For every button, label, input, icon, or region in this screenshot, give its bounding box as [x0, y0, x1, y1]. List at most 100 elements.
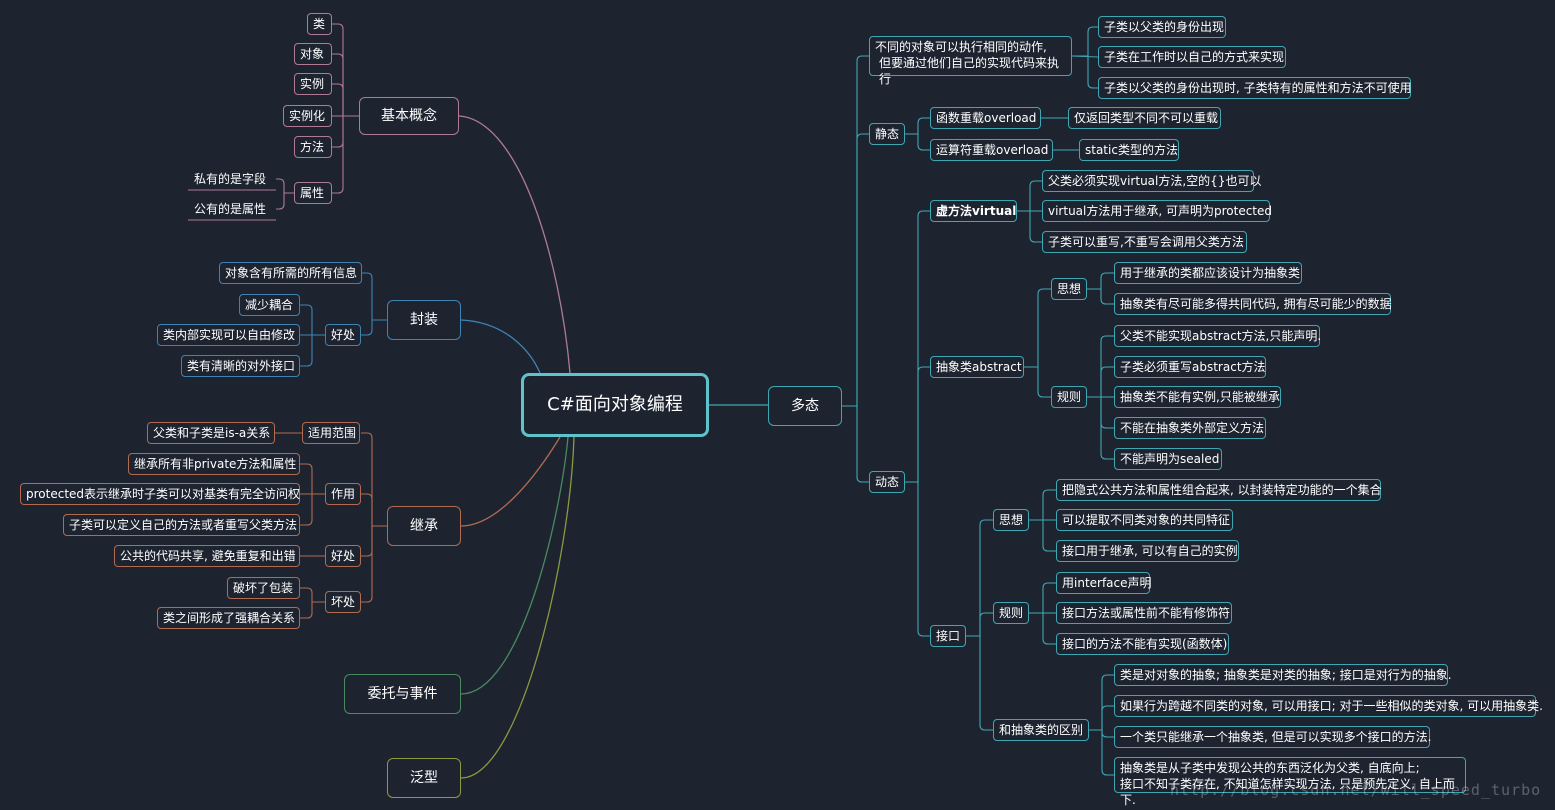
root-to-generic: [460, 436, 575, 779]
virtual-item-3[interactable]: 子类可以重写,不重写会调用父类方法: [1042, 231, 1247, 253]
abstract-idea-label[interactable]: 思想: [1051, 278, 1087, 300]
virtual-method[interactable]: 虚方法virtual: [930, 200, 1017, 222]
if-diff-connector-1: [1089, 705, 1114, 731]
basic-item-instance[interactable]: 实例: [294, 73, 332, 95]
virtual-item-2[interactable]: virtual方法用于继承, 可声明为protected: [1042, 200, 1272, 222]
interface-diff-4-line1: 抽象类是从子类中发现公共的东西泛化为父类, 自底向上;: [1120, 761, 1420, 775]
inherit-good[interactable]: 公共的代码共享, 避免重复和出错: [114, 545, 300, 567]
inherit-effect-2[interactable]: protected表示继承时子类可以对基类有完全访问权: [20, 483, 300, 505]
interface-rule-2[interactable]: 接口方法或属性前不能有修饰符: [1056, 602, 1232, 624]
abstract-idea-1[interactable]: 用于继承的类都应该设计为抽象类: [1114, 262, 1302, 284]
inherit-scope[interactable]: 父类和子类是is-a关系: [147, 422, 275, 444]
dynamic-label[interactable]: 动态: [869, 471, 905, 493]
encap-benefit-1[interactable]: 减少耦合: [239, 294, 300, 316]
inherit-effect-3[interactable]: 子类可以定义自己的方法或者重写父类方法: [63, 514, 300, 536]
topic-basic-concepts[interactable]: 基本概念: [359, 97, 459, 135]
attr-connector-0: [276, 178, 294, 194]
root-node[interactable]: C#面向对象编程: [521, 373, 709, 437]
dynamic-connector-1: [905, 366, 930, 483]
abs-rule-connector-0: [1087, 335, 1114, 398]
attr-private-field[interactable]: 私有的是字段: [194, 172, 267, 186]
topic-generics[interactable]: 泛型: [387, 758, 461, 798]
interface-diff-2[interactable]: 如果行为跨越不同类的对象, 可以用接口; 对于一些相似的类对象, 可以用抽象类.: [1114, 695, 1543, 717]
abs-idea-connector-0: [1087, 272, 1114, 290]
poly-connector-2: [842, 405, 869, 483]
abstract-rule-1[interactable]: 父类不能实现abstract方法,只能声明.: [1114, 325, 1321, 347]
interface-rule-label[interactable]: 规则: [993, 602, 1029, 624]
poly-intro-child-3[interactable]: 子类以父类的身份出现时, 子类特有的属性和方法不可使用: [1098, 77, 1412, 99]
static-connector-1: [905, 133, 930, 151]
if-idea-connector-2: [1029, 519, 1056, 552]
interface-diff-4[interactable]: 抽象类是从子类中发现公共的东西泛化为父类, 自底向上; 接口不知子类存在, 不知…: [1114, 757, 1466, 807]
interface-diff-1[interactable]: 类是对对象的抽象; 抽象类是对类的抽象; 接口是对行为的抽象.: [1114, 664, 1452, 686]
poly-connector-1: [842, 133, 869, 407]
if-diff-connector-0: [1089, 674, 1114, 731]
encap-benefit-2[interactable]: 类内部实现可以自由修改: [157, 324, 300, 346]
interface-idea-3[interactable]: 接口用于继承, 可以有自己的实例: [1056, 540, 1239, 562]
topic-polymorphism[interactable]: 多态: [768, 386, 842, 426]
virtual-connector-2: [1017, 210, 1042, 243]
static-label[interactable]: 静态: [869, 123, 905, 145]
if-diff-connector-3: [1089, 729, 1114, 776]
attr-public-property[interactable]: 公有的是属性: [194, 202, 267, 216]
inherit-good-label[interactable]: 好处: [325, 545, 361, 567]
interface-diff-3[interactable]: 一个类只能继承一个抽象类, 但是可以实现多个接口的方法.: [1114, 726, 1431, 748]
inherit-effect-label[interactable]: 作用: [325, 483, 361, 505]
static-connector-0: [905, 117, 930, 135]
interface-connector-1: [966, 612, 993, 637]
interface-idea-label[interactable]: 思想: [993, 509, 1029, 531]
encap-connector-0: [361, 272, 387, 321]
abstract-rule-4[interactable]: 不能在抽象类外部定义方法: [1114, 417, 1266, 439]
abs-rule-connector-4: [1087, 396, 1114, 460]
interface-rule-3[interactable]: 接口的方法不能有实现(函数体): [1056, 633, 1229, 655]
interface-idea-2[interactable]: 可以提取不同类对象的共同特征: [1056, 509, 1233, 531]
basic-item-object[interactable]: 对象: [294, 43, 332, 65]
poly-connector-0: [842, 55, 869, 407]
encap-benefit-label[interactable]: 好处: [325, 324, 361, 346]
encap-benefit-3[interactable]: 类有清晰的对外接口: [181, 355, 300, 377]
abstract-connector-1: [1024, 366, 1051, 398]
inherit-effect-connector-0: [300, 463, 325, 495]
inherit-effect-1[interactable]: 继承所有非private方法和属性: [128, 453, 300, 475]
inherit-bad-1[interactable]: 破坏了包装: [227, 577, 300, 599]
interface[interactable]: 接口: [930, 625, 966, 647]
inherit-connector-0: [361, 432, 387, 527]
poly-intro-child-2[interactable]: 子类在工作时以自己的方式来实现: [1098, 46, 1286, 68]
if-rule-connector-2: [1029, 612, 1056, 645]
interface-rule-1[interactable]: 用interface声明: [1056, 572, 1152, 594]
virtual-connector-0: [1017, 180, 1042, 212]
encap-benefit-connector-0: [300, 304, 325, 336]
intro-connector-2: [1072, 55, 1098, 89]
poly-intro[interactable]: 不同的对象可以执行相同的动作, 但要通过他们自己的实现代码来执行: [869, 36, 1072, 86]
abstract-rule-5[interactable]: 不能声明为sealed: [1114, 448, 1222, 470]
inherit-bad-label[interactable]: 坏处: [325, 591, 361, 613]
func-overload[interactable]: 函数重载overload: [930, 107, 1041, 129]
inherit-effect-connector-2: [300, 493, 325, 526]
abstract-rule-2[interactable]: 子类必须重写abstract方法: [1114, 356, 1266, 378]
basic-connector-5: [332, 115, 359, 194]
basic-item-method[interactable]: 方法: [294, 136, 332, 158]
basic-item-instantiation[interactable]: 实例化: [283, 105, 332, 127]
basic-item-class[interactable]: 类: [307, 13, 332, 35]
poly-intro-child-1[interactable]: 子类以父类的身份出现: [1098, 16, 1226, 38]
abstract-idea-2[interactable]: 抽象类有尽可能多得共同代码, 拥有尽可能少的数据: [1114, 293, 1392, 315]
inherit-bad-2[interactable]: 类之间形成了强耦合关系: [157, 607, 300, 629]
interface-diff-label[interactable]: 和抽象类的区别: [993, 719, 1089, 741]
abstract-rule-3[interactable]: 抽象类不能有实例,只能被继承: [1114, 386, 1281, 408]
topic-inheritance[interactable]: 继承: [387, 506, 461, 546]
func-overload-note[interactable]: 仅返回类型不同不可以重载: [1068, 107, 1221, 129]
abstract-rule-label[interactable]: 规则: [1051, 386, 1087, 408]
basic-connector-4: [332, 115, 359, 148]
watermark: http://blog.csdn.net/will_speed_turbo: [1170, 781, 1542, 799]
encap-info[interactable]: 对象含有所需的所有信息: [219, 262, 362, 284]
topic-delegates-events[interactable]: 委托与事件: [344, 674, 461, 714]
basic-item-attribute[interactable]: 属性: [294, 182, 332, 204]
topic-encapsulation[interactable]: 封装: [387, 300, 461, 340]
op-overload-note[interactable]: static类型的方法: [1079, 139, 1179, 161]
virtual-item-1[interactable]: 父类必须实现virtual方法,空的{}也可以: [1042, 170, 1261, 192]
interface-connector-0: [966, 519, 993, 637]
interface-idea-1[interactable]: 把隐式公共方法和属性组合起来, 以封装特定功能的一个集合: [1056, 479, 1382, 501]
inherit-scope-label[interactable]: 适用范围: [302, 422, 360, 444]
abstract-class[interactable]: 抽象类abstract: [930, 356, 1024, 378]
op-overload[interactable]: 运算符重载overload: [930, 139, 1053, 161]
